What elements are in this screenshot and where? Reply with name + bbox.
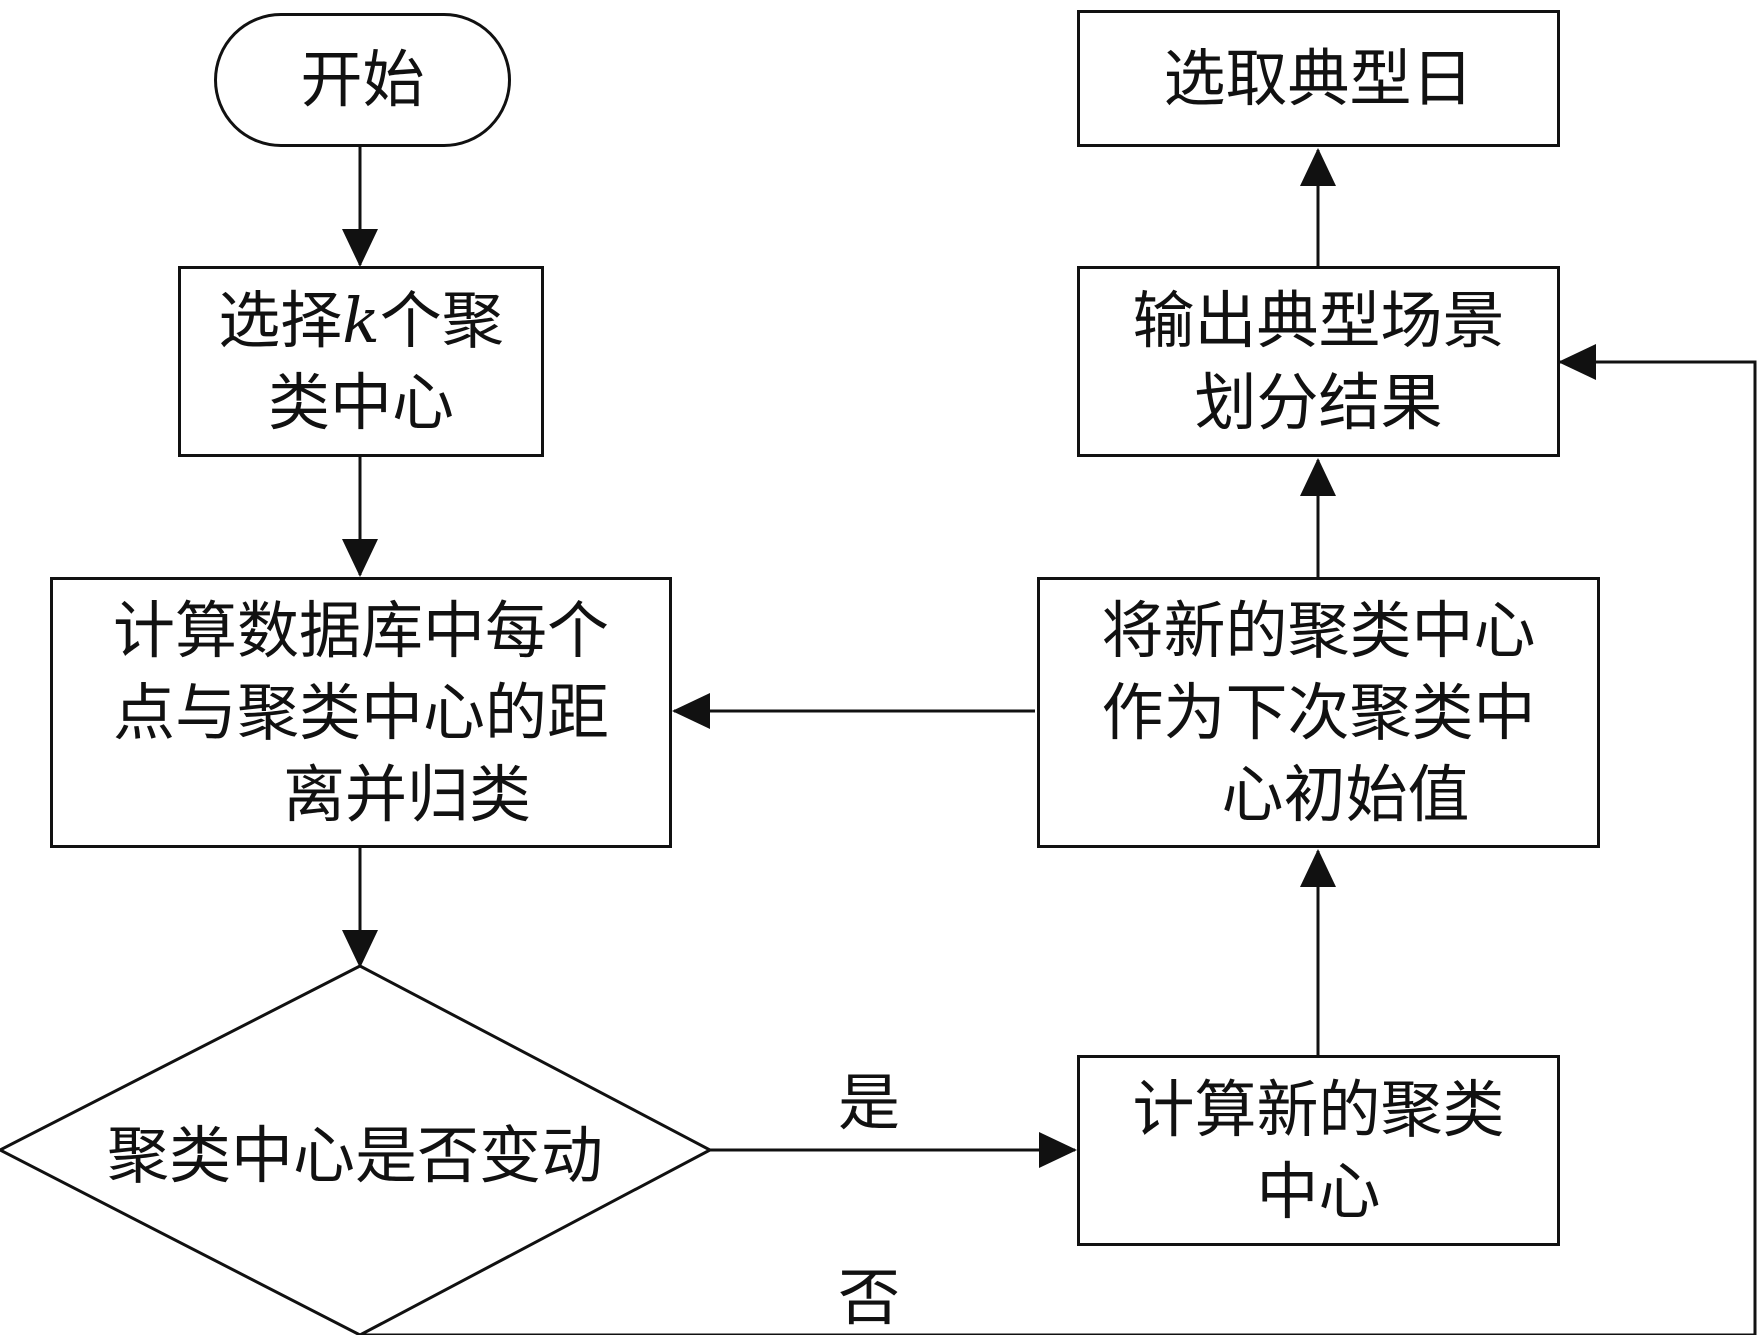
arrow-no-to-output (360, 344, 1757, 1335)
output-line-2: 划分结果 (1194, 365, 1443, 439)
update-centers-line-2: 作为下次聚类中 (1101, 675, 1536, 749)
compute-new-centers-node: 计算新的聚类 中心 (1077, 1055, 1560, 1246)
compute-distance-line-2: 点与聚类中心的距 (112, 675, 609, 749)
select-centers-node: 选择k个聚 类中心 (178, 266, 544, 457)
output-result-node: 输出典型场景 划分结果 (1077, 266, 1560, 457)
compute-distance-node: 计算数据库中每个 点与聚类中心的距 离并归类 (50, 577, 672, 848)
compute-distance-line-3: 离并归类 (282, 757, 531, 831)
select-typical-day-label: 选取典型日 (1163, 41, 1474, 115)
select-centers-text-b: 个聚 (379, 283, 504, 357)
select-centers-variable: k (342, 283, 380, 357)
update-centers-line-3: 心初始值 (1221, 757, 1470, 831)
select-typical-day-node: 选取典型日 (1077, 10, 1560, 147)
yes-label: 是 (838, 1066, 901, 1139)
decision-label: 聚类中心是否变动 (106, 1119, 603, 1192)
select-centers-text-a: 选择 (218, 283, 343, 357)
compute-distance-line-1: 计算数据库中每个 (112, 593, 609, 667)
decision-diamond (0, 964, 714, 1335)
compute-new-line-2: 中心 (1256, 1154, 1381, 1228)
start-label: 开始 (300, 43, 425, 116)
select-centers-line-2: 类中心 (267, 365, 454, 439)
no-label: 否 (838, 1261, 901, 1334)
update-centers-line-1: 将新的聚类中心 (1101, 593, 1536, 667)
output-line-1: 输出典型场景 (1132, 283, 1505, 357)
start-node: 开始 (214, 13, 511, 147)
update-centers-node: 将新的聚类中心 作为下次聚类中 心初始值 (1037, 577, 1600, 848)
compute-new-line-1: 计算新的聚类 (1132, 1072, 1505, 1146)
